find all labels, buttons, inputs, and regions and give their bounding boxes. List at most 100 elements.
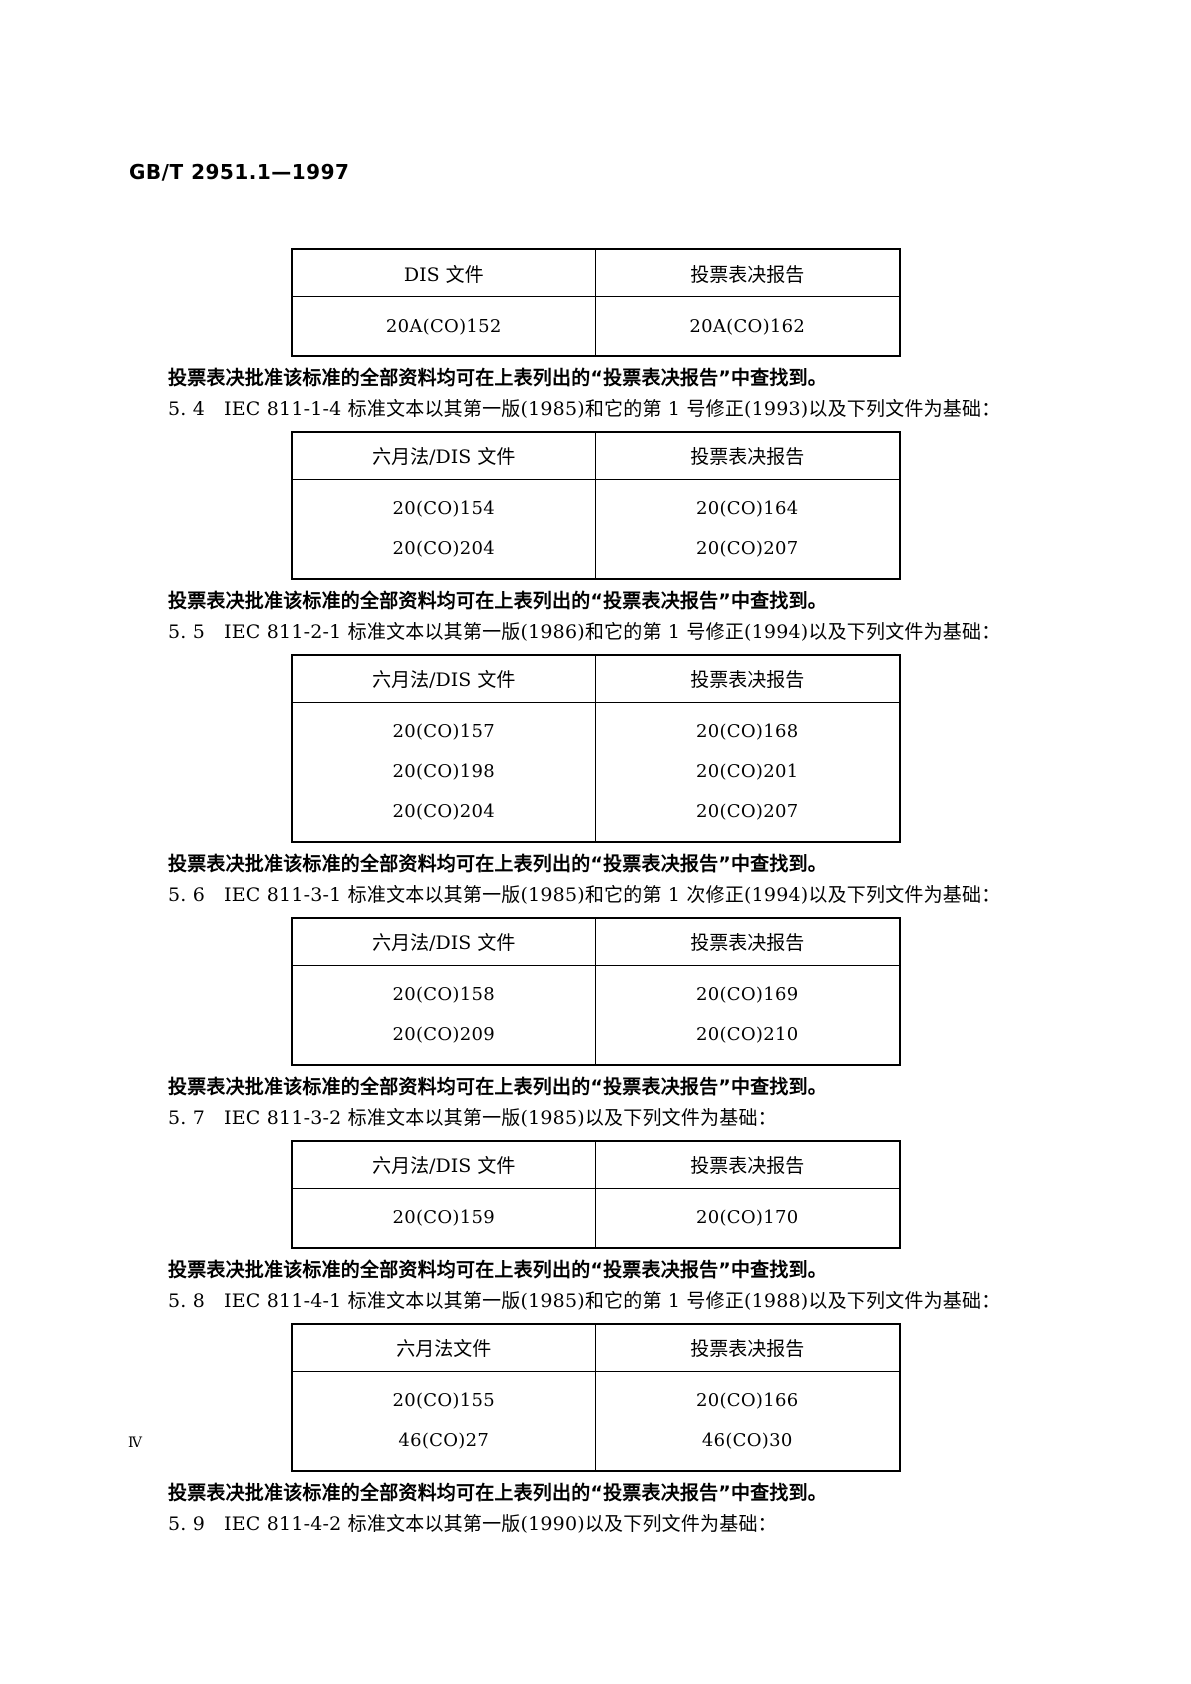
references-table-56: 六月法/DIS 文件 投票表决报告 20(CO)158 20(CO)169 20…: [290, 916, 901, 1066]
table-header-row: 六月法/DIS 文件 投票表决报告: [291, 654, 900, 703]
clause-text-58: IEC 811-4-1 标准文本以其第一版(1985)和它的第 1 号修正(19…: [224, 1290, 1001, 1313]
table-row: 20(CO)157 20(CO)168: [291, 702, 900, 752]
cell-six-month-document: 20(CO)154: [291, 479, 596, 529]
table-header-row: DIS 文件 投票表决报告: [291, 249, 900, 297]
table-row: 20(CO)159 20(CO)170: [291, 1188, 900, 1248]
table-head: DIS 文件 投票表决报告: [291, 249, 900, 297]
table-block-56: 六月法/DIS 文件 投票表决报告 20(CO)158 20(CO)169 20…: [168, 916, 1023, 1066]
table-body: 20(CO)159 20(CO)170: [291, 1188, 900, 1248]
clause-text-55: IEC 811-2-1 标准文本以其第一版(1986)和它的第 1 号修正(19…: [224, 621, 1001, 644]
cell-vote-report: 20(CO)164: [695, 498, 799, 520]
table-header-row: 六月法/DIS 文件 投票表决报告: [291, 431, 900, 480]
clause-text-54: IEC 811-1-4 标准文本以其第一版(1985)和它的第 1 号修正(19…: [224, 398, 1001, 421]
column-header-six-month-dis-document: 六月法/DIS 文件: [291, 431, 596, 480]
cell-vote-report: 20(CO)168: [695, 721, 799, 743]
table-row: 20(CO)155 20(CO)166: [291, 1371, 900, 1421]
column-header-six-month-dis-document: 六月法/DIS 文件: [291, 1140, 596, 1189]
clause-57: 5. 7 IEC 811-3-2 标准文本以其第一版(1985)以及下列文件为基础…: [168, 1106, 1023, 1131]
table-row: 20(CO)209 20(CO)210: [291, 1014, 900, 1065]
references-table-53: DIS 文件 投票表决报告 20A(CO)152 20A(CO)162: [290, 248, 901, 357]
cell-six-month-document: 20(CO)155: [291, 1371, 596, 1421]
references-table-57: 六月法/DIS 文件 投票表决报告 20(CO)159 20(CO)170: [290, 1139, 901, 1249]
clause-number-55: 5. 5: [168, 621, 206, 644]
table-block-55: 六月法/DIS 文件 投票表决报告 20(CO)157 20(CO)168 20…: [168, 653, 1023, 843]
clause-59: 5. 9 IEC 811-4-2 标准文本以其第一版(1990)以及下列文件为基础…: [168, 1512, 1023, 1537]
cell-six-month-document: 20(CO)158: [291, 965, 596, 1015]
clause-number-57: 5. 7: [168, 1107, 206, 1130]
cell-six-month-document: 20(CO)198: [291, 751, 596, 792]
clause-number-54: 5. 4: [168, 398, 206, 421]
table-block-54: 六月法/DIS 文件 投票表决报告 20(CO)154 20(CO)164 20…: [168, 430, 1023, 580]
references-table-54: 六月法/DIS 文件 投票表决报告 20(CO)154 20(CO)164 20…: [290, 430, 901, 580]
running-head-standard-code: GB/T 2951.1—1997: [129, 160, 350, 184]
table-head: 六月法文件 投票表决报告: [291, 1323, 900, 1372]
table-block-53: DIS 文件 投票表决报告 20A(CO)152 20A(CO)162: [168, 248, 1023, 357]
column-header-vote-report: 投票表决报告: [595, 654, 900, 703]
clause-number-56: 5. 6: [168, 884, 206, 907]
clause-text-57: IEC 811-3-2 标准文本以其第一版(1985)以及下列文件为基础：: [224, 1107, 777, 1130]
table-head: 六月法/DIS 文件 投票表决报告: [291, 1140, 900, 1189]
table-header-row: 六月法文件 投票表决报告: [291, 1323, 900, 1372]
cell-six-month-document: 20(CO)204: [291, 528, 596, 579]
note-paragraph-56: 投票表决批准该标准的全部资料均可在上表列出的“投票表决报告”中查找到。: [168, 1075, 827, 1098]
table-row: 20(CO)204 20(CO)207: [291, 791, 900, 842]
cell-vote-report: 20(CO)207: [695, 801, 799, 823]
cell-vote-report: 20(CO)207: [695, 538, 799, 560]
column-header-six-month-dis-document: 六月法/DIS 文件: [291, 917, 596, 966]
document-body: DIS 文件 投票表决报告 20A(CO)152 20A(CO)162 投票表决…: [168, 248, 1023, 1545]
table-row: 20(CO)154 20(CO)164: [291, 479, 900, 529]
table-row: 46(CO)27 46(CO)30: [291, 1420, 900, 1471]
table-head: 六月法/DIS 文件 投票表决报告: [291, 431, 900, 480]
cell-six-month-document: 20(CO)209: [291, 1014, 596, 1065]
table-header-row: 六月法/DIS 文件 投票表决报告: [291, 917, 900, 966]
cell-vote-report: 20(CO)169: [695, 984, 799, 1006]
cell-six-month-document: 20(CO)204: [291, 791, 596, 842]
clause-number-58: 5. 8: [168, 1290, 206, 1313]
column-header-six-month-dis-document: 六月法/DIS 文件: [291, 654, 596, 703]
column-header-six-month-document: 六月法文件: [291, 1323, 596, 1372]
cell-vote-report: 20(CO)166: [695, 1390, 799, 1412]
cell-vote-report: 20A(CO)162: [689, 315, 806, 337]
column-header-vote-report: 投票表决报告: [595, 1140, 900, 1189]
table-head: 六月法/DIS 文件 投票表决报告: [291, 917, 900, 966]
references-table-55: 六月法/DIS 文件 投票表决报告 20(CO)157 20(CO)168 20…: [290, 653, 901, 843]
column-header-vote-report: 投票表决报告: [595, 917, 900, 966]
table-body: 20(CO)158 20(CO)169 20(CO)209 20(CO)210: [291, 965, 900, 1065]
table-body: 20(CO)154 20(CO)164 20(CO)204 20(CO)207: [291, 479, 900, 579]
column-header-dis-document: DIS 文件: [291, 249, 596, 297]
cell-vote-report: 20(CO)170: [695, 1207, 799, 1229]
cell-vote-report: 46(CO)30: [701, 1430, 793, 1452]
note-paragraph-55: 投票表决批准该标准的全部资料均可在上表列出的“投票表决报告”中查找到。: [168, 852, 827, 875]
clause-text-56: IEC 811-3-1 标准文本以其第一版(1985)和它的第 1 次修正(19…: [224, 884, 1001, 907]
clause-58: 5. 8 IEC 811-4-1 标准文本以其第一版(1985)和它的第 1 号修…: [168, 1289, 1023, 1314]
note-paragraph-58: 投票表决批准该标准的全部资料均可在上表列出的“投票表决报告”中查找到。: [168, 1481, 827, 1504]
clause-55: 5. 5 IEC 811-2-1 标准文本以其第一版(1986)和它的第 1 号修…: [168, 620, 1023, 645]
column-header-vote-report: 投票表决报告: [595, 431, 900, 480]
page-number-folio: Ⅳ: [128, 1435, 142, 1451]
table-head: 六月法/DIS 文件 投票表决报告: [291, 654, 900, 703]
column-header-vote-report: 投票表决报告: [595, 249, 900, 297]
table-block-58: 六月法文件 投票表决报告 20(CO)155 20(CO)166 46(CO)2…: [168, 1322, 1023, 1472]
note-paragraph-57: 投票表决批准该标准的全部资料均可在上表列出的“投票表决报告”中查找到。: [168, 1258, 827, 1281]
table-row: 20(CO)204 20(CO)207: [291, 528, 900, 579]
clause-text-59: IEC 811-4-2 标准文本以其第一版(1990)以及下列文件为基础：: [224, 1512, 777, 1535]
clause-56: 5. 6 IEC 811-3-1 标准文本以其第一版(1985)和它的第 1 次修…: [168, 883, 1023, 908]
cell-six-month-document: 20(CO)159: [291, 1188, 596, 1248]
clause-54: 5. 4 IEC 811-1-4 标准文本以其第一版(1985)和它的第 1 号修…: [168, 397, 1023, 422]
cell-six-month-document: 20(CO)157: [291, 702, 596, 752]
references-table-58: 六月法文件 投票表决报告 20(CO)155 20(CO)166 46(CO)2…: [290, 1322, 901, 1472]
table-body: 20(CO)157 20(CO)168 20(CO)198 20(CO)201 …: [291, 702, 900, 842]
cell-vote-report: 20(CO)210: [695, 1024, 799, 1046]
table-header-row: 六月法/DIS 文件 投票表决报告: [291, 1140, 900, 1189]
table-row: 20A(CO)152 20A(CO)162: [291, 296, 900, 356]
cell-vote-report: 20(CO)201: [695, 761, 799, 783]
table-block-57: 六月法/DIS 文件 投票表决报告 20(CO)159 20(CO)170: [168, 1139, 1023, 1249]
cell-dis-document: 20A(CO)152: [291, 296, 596, 356]
cell-six-month-document: 46(CO)27: [291, 1420, 596, 1471]
table-row: 20(CO)198 20(CO)201: [291, 751, 900, 792]
table-row: 20(CO)158 20(CO)169: [291, 965, 900, 1015]
clause-number-59: 5. 9: [168, 1512, 206, 1535]
note-paragraph-53: 投票表决批准该标准的全部资料均可在上表列出的“投票表决报告”中查找到。: [168, 367, 827, 389]
note-paragraph-54: 投票表决批准该标准的全部资料均可在上表列出的“投票表决报告”中查找到。: [168, 589, 827, 612]
